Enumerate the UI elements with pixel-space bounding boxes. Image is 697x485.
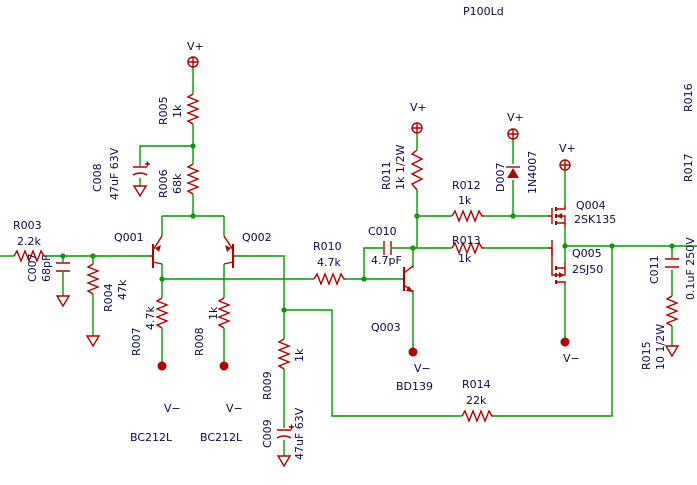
q005-value: 2SJ50 [572,263,603,276]
vplus-symbol-d007: V+ [507,111,524,140]
vminus-symbol-r008: V− [219,361,243,415]
d007-ref: D007 [494,163,507,192]
r006-value: 68k [171,173,184,194]
r007-ref: R007 [130,327,143,356]
r015-ref: R015 [640,341,653,370]
capacitor-c007: C007 68pF [26,253,70,282]
c008-value: 47uF 63V [108,147,121,200]
ground-symbols [55,185,680,468]
q004-ref: Q004 [576,199,606,212]
c007-value: 68pF [40,255,53,282]
wires [0,66,697,456]
r015-value: 10 1/2W [654,324,667,370]
r008-ref: R008 [193,327,206,356]
resistor-r012: R012 1k [451,179,484,223]
c009-ref: C009 [261,419,274,448]
r004-ref: R004 [102,283,115,312]
resistor-r009: R009 1k [261,338,306,400]
c010-value: 4.7pF [371,254,402,267]
c009-value: 47uF 63V [293,407,306,460]
c010-ref: C010 [368,225,397,238]
vplus-label: V+ [410,101,427,114]
vplus-symbol-q004: V+ [559,142,576,171]
capacitor-c010: C010 4.7pF [368,225,402,267]
r006-ref: R006 [157,169,170,198]
r012-ref: R012 [452,179,481,192]
r009-ref: R009 [261,371,274,400]
c011-value: 0.1uF 250V [684,237,697,300]
q004-value: 2SK135 [574,213,616,226]
transistor-q002: Q002 BC212L [200,231,272,444]
r014-value: 22k [466,394,487,407]
resistor-r005: R005 1k [157,93,200,125]
vminus-label: V− [563,352,580,365]
r013-value: 1k [458,252,472,265]
r007-value: 4.7k [144,306,157,330]
r004-value: 47k [116,279,129,300]
vplus-symbol-r011: V+ [410,101,427,134]
resistor-r010: R010 4.7k [313,240,346,286]
resistor-r007: R007 4.7k [130,297,169,356]
transistor-q005: Q005 2SJ50 [548,240,603,284]
capacitor-c011: C011 0.1uF 250V [648,237,697,300]
vminus-symbol-r007: V− [157,361,181,415]
vplus-label: V+ [507,111,524,124]
vminus-symbol-q005: V− [560,337,580,365]
r003-value: 2.2k [17,235,41,248]
q001-ref: Q001 [114,231,144,244]
q005-ref: Q005 [572,247,602,260]
vplus-symbol-top: V+ [187,40,204,68]
resistor-r016: R016 [682,83,695,112]
transistor-q004: Q004 2SK135 [548,199,616,227]
q003-ref: Q003 [371,321,401,334]
resistor-r011: R011 1k 1/2W [380,144,424,191]
q002-value: BC212L [200,431,243,444]
vminus-symbol-q003: V− [408,347,431,375]
resistor-r006: R006 68k [157,163,200,198]
r003-ref: R003 [13,219,42,232]
capacitor-c008: C008 47uF 63V [91,147,150,200]
resistor-r008: R008 1k [193,297,231,356]
junctions [60,143,675,313]
resistor-r013: R013 1k [451,234,484,265]
vplus-label: V+ [187,40,204,53]
resistor-r004: R004 47k [86,263,129,312]
r009-value: 1k [293,348,306,362]
transistor-q003: Q003 BD139 [371,265,433,393]
c007-ref: C007 [26,253,39,282]
r016-ref: R016 [682,83,695,112]
sheet-title: P100Ld [463,5,504,18]
capacitor-c009: C009 47uF 63V [261,407,306,460]
r005-ref: R005 [157,96,170,125]
r011-ref: R011 [380,161,393,190]
r013-ref: R013 [452,234,481,247]
vminus-label: V− [164,402,181,415]
vplus-label: V+ [559,142,576,155]
diode-d007: D007 1N4007 [494,151,539,194]
q001-value: BC212L [130,431,173,444]
resistor-r014: R014 22k [461,378,494,423]
vminus-label: V− [226,402,243,415]
resistor-r015: R015 10 1/2W [640,295,679,370]
r005-value: 1k [171,104,184,118]
r014-ref: R014 [462,378,491,391]
resistor-r017: R017 [682,153,695,182]
r008-value: 1k [207,306,220,320]
r010-ref: R010 [313,240,342,253]
q002-ref: Q002 [242,231,272,244]
c011-ref: C011 [648,255,661,284]
d007-value: 1N4007 [526,151,539,194]
r011-value: 1k 1/2W [394,144,407,190]
c008-ref: C008 [91,163,104,192]
vminus-label: V− [414,362,431,375]
r010-value: 4.7k [317,256,341,269]
q003-value: BD139 [396,380,433,393]
resistor-r003: R003 2.2k [13,219,46,263]
r012-value: 1k [458,194,472,207]
transistor-q001: Q001 BC212L [114,231,173,444]
r017-ref: R017 [682,153,695,182]
